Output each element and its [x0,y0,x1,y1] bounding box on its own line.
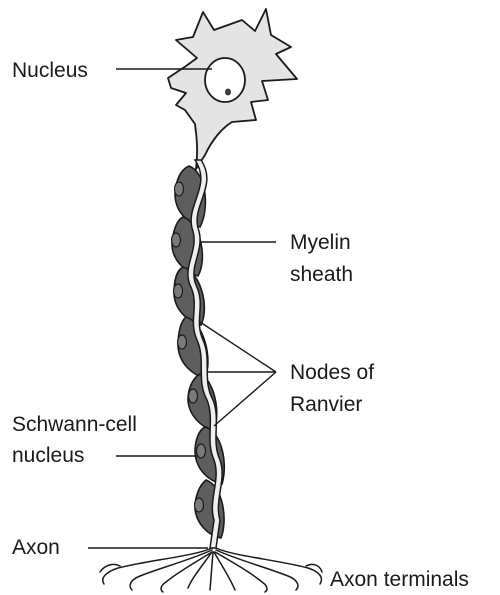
nucleus-label: Nucleus [12,58,88,83]
schwann-nucleus [195,498,204,512]
axon-terminals-drawing [100,548,322,592]
nucleolus [226,89,231,95]
myelin-label-line1: Myelin [290,230,351,255]
schwann-nucleus [174,284,183,298]
schwann-nucleus [189,389,198,403]
nodes-label-line1: Nodes of [290,360,374,385]
nodes-leader [200,322,276,372]
schwann-label-line2: nucleus [12,443,84,468]
schwann-nucleus [175,182,184,196]
axon-label: Axon [12,535,60,560]
axon-terminals-label: Axon terminals [330,567,469,592]
schwann-label-line1: Schwann-cell [12,412,137,437]
terminal-branch [210,552,213,590]
nucleus [205,58,245,102]
schwann-nucleus [178,335,187,349]
schwann-nucleus [172,233,181,247]
nodes-leader [214,372,276,426]
myelin-label-line2: sheath [290,262,353,287]
nodes-label-line2: Ranvier [290,392,362,417]
terminal-branch [216,550,298,590]
